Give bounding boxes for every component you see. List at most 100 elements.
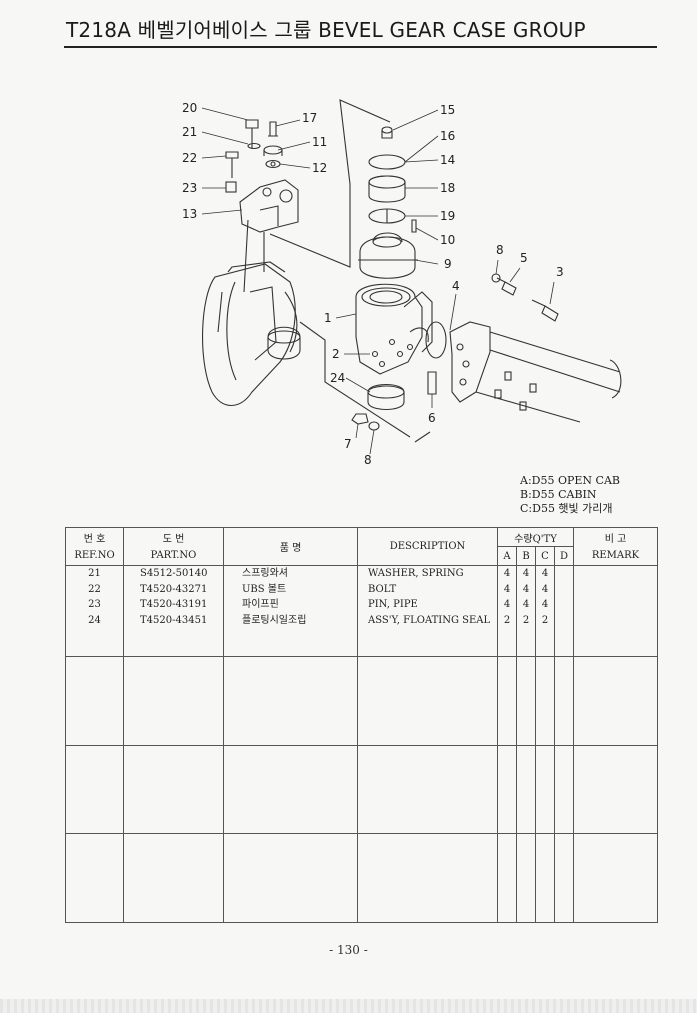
callout-number: 6 <box>428 411 436 425</box>
callout-number: 22 <box>182 151 197 165</box>
callout-number: 15 <box>440 103 455 117</box>
col-qty-a: 4 4 4 2 <box>497 565 517 657</box>
col-qty-d <box>554 565 574 657</box>
callout-number: 14 <box>440 153 455 167</box>
cell-description: BOLT <box>368 583 397 595</box>
callout-number: 12 <box>312 161 327 175</box>
cell-ref: 23 <box>88 599 101 611</box>
cell-qty-a: 2 <box>503 614 511 626</box>
legend-line: A:D55 OPEN CAB <box>520 474 620 487</box>
callout-number: 2 <box>332 347 340 361</box>
callout-number: 17 <box>302 111 317 125</box>
legend-line: B:D55 CABIN <box>520 488 597 501</box>
cell-qty-c: 4 <box>541 568 549 580</box>
axle-housing <box>449 321 491 403</box>
cab-legend: A:D55 OPEN CAB B:D55 CABIN C:D55 햇빛 가리개 <box>520 474 620 516</box>
cell-remark <box>574 566 657 582</box>
cell-qty-b: 4 <box>522 599 530 611</box>
header-qty-d: D <box>554 546 574 567</box>
header-part-en: PART.NO <box>123 546 224 567</box>
cell-part-no: T4520-43271 <box>140 583 208 595</box>
cell-qty-d <box>555 613 573 629</box>
callout-number: 3 <box>556 265 564 279</box>
empty-block <box>65 833 658 923</box>
header-ref-en: REF.NO <box>65 546 124 567</box>
callout-number: 13 <box>182 207 197 221</box>
callout-number: 20 <box>182 101 197 115</box>
callout-number: 9 <box>444 257 452 271</box>
scan-artifact-strip <box>0 999 697 1013</box>
col-qty-c: 4 4 4 2 <box>535 565 555 657</box>
callout-number: 5 <box>520 251 528 265</box>
header-remark-en: REMARK <box>573 546 658 567</box>
cell-part-no: T4520-43191 <box>140 599 208 611</box>
callout-number: 24 <box>330 371 345 385</box>
col-desc: WASHER, SPRING BOLT PIN, PIPE ASS'Y, FLO… <box>357 565 498 657</box>
page-title: T218A 베벨기어베이스 그룹 BEVEL GEAR CASE GROUP <box>66 18 586 42</box>
cell-remark <box>574 597 657 613</box>
callout-number: 23 <box>182 181 197 195</box>
callout-number: 18 <box>440 181 455 195</box>
gear-case-inner <box>226 281 277 381</box>
empty-block <box>65 744 658 834</box>
callout-number: 11 <box>312 135 327 149</box>
gear-case-housing <box>202 263 296 407</box>
cell-qty-c: 4 <box>541 583 549 595</box>
cell-qty-d <box>555 597 573 613</box>
callout-number: 21 <box>182 125 197 139</box>
header-remark-ko: 비 고 <box>573 527 658 547</box>
cell-description: ASS'Y, FLOATING SEAL <box>368 614 491 626</box>
callout-number: 1 <box>324 311 332 325</box>
cell-description: PIN, PIPE <box>368 599 418 611</box>
cell-part-no: T4520-43451 <box>140 614 208 626</box>
bracket-13 <box>239 179 299 293</box>
header-ref-ko: 번 호 <box>65 527 124 547</box>
header-description: DESCRIPTION <box>357 527 498 567</box>
cell-qty-b: 2 <box>522 614 530 626</box>
empty-block <box>65 655 658 746</box>
col-part: S4512-50140 T4520-43271 T4520-43191 T452… <box>123 565 224 657</box>
cell-ref: 21 <box>88 568 101 580</box>
callout-number: 8 <box>364 453 372 467</box>
header-part-ko: 도 번 <box>123 527 224 547</box>
parts-table: 번 호 도 번 품 명 DESCRIPTION 수량Q'TY 비 고 REF.N… <box>65 527 658 923</box>
cell-description: WASHER, SPRING <box>368 568 464 580</box>
cell-remark <box>574 613 657 629</box>
title-rule <box>64 46 657 48</box>
cell-qty-b: 4 <box>522 583 530 595</box>
callout-number: 16 <box>440 129 455 143</box>
cell-name-ko: UBS 볼트 <box>242 583 287 595</box>
callout-number: 7 <box>344 437 352 451</box>
cell-qty-c: 4 <box>541 599 549 611</box>
main-case-1 <box>355 283 423 375</box>
page-number: - 130 - <box>329 943 368 957</box>
header-qty-c: C <box>535 546 555 567</box>
cell-part-no: S4512-50140 <box>140 568 208 580</box>
col-name: 스프링와셔 UBS 볼트 파이프핀 플로팅시일조립 <box>223 565 358 657</box>
col-remark <box>573 565 658 657</box>
cell-qty-d <box>555 582 573 598</box>
callout-number: 8 <box>496 243 504 257</box>
cell-qty-a: 4 <box>503 583 511 595</box>
callout-number: 10 <box>440 233 455 247</box>
col-qty-b: 4 4 4 2 <box>516 565 536 657</box>
cell-qty-c: 2 <box>541 614 549 626</box>
bearing-18 <box>368 175 406 203</box>
callout-number: 19 <box>440 209 455 223</box>
header-qty-a: A <box>497 546 517 567</box>
header-qty-b: B <box>516 546 536 567</box>
cell-qty-b: 4 <box>522 568 530 580</box>
cell-name-ko: 플로팅시일조립 <box>242 614 307 626</box>
col-ref: 21 22 23 24 <box>65 565 124 657</box>
cell-qty-a: 4 <box>503 599 511 611</box>
cell-qty-d <box>555 566 573 582</box>
floating-seal-24 <box>367 383 405 411</box>
cell-ref: 24 <box>88 614 101 626</box>
legend-line: C:D55 햇빛 가리개 <box>520 502 613 515</box>
cell-name-ko: 파이프핀 <box>242 599 279 611</box>
cell-remark <box>574 582 657 598</box>
cell-ref: 22 <box>88 583 101 595</box>
header-name-ko: 품 명 <box>223 527 358 567</box>
cell-name-ko: 스프링와셔 <box>242 568 288 580</box>
